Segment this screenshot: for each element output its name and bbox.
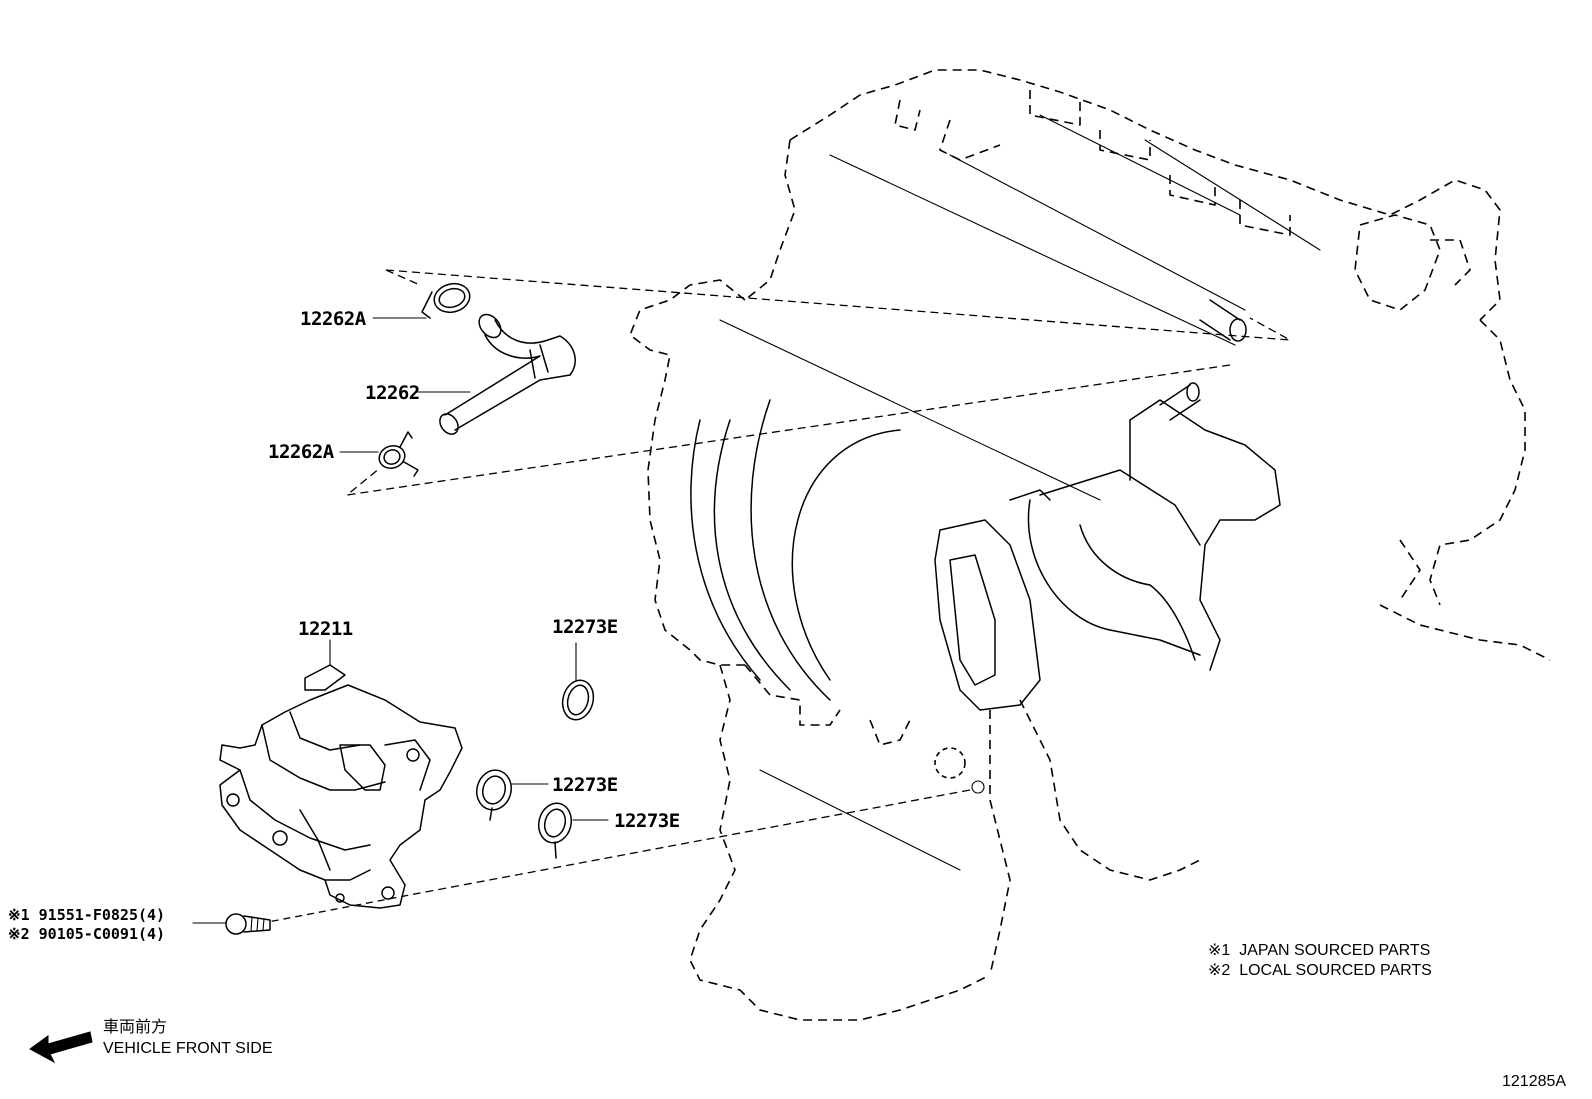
direction-label-english: VEHICLE FRONT SIDE	[103, 1040, 273, 1057]
bolt-part-row-2: ※2 90105-C0091(4)	[8, 925, 165, 943]
part-label-clip-lower: 12262A	[268, 441, 334, 463]
gasket-b	[476, 769, 549, 821]
vehicle-front-arrow-icon	[29, 1031, 93, 1064]
direction-label-japanese: 車両前方	[103, 1019, 168, 1036]
part-label-oil-pump: 12211	[298, 618, 353, 640]
gasket-c	[537, 802, 609, 859]
bolt-part-row-1: ※1 91551-F0825(4)	[8, 906, 165, 924]
part-label-hose: 12262	[365, 382, 420, 404]
bolt-marker-1: ※1	[8, 906, 30, 924]
gasket-a	[561, 642, 595, 721]
legend-japan-sourced: ※1 JAPAN SOURCED PARTS	[1208, 942, 1431, 959]
part-label-gasket-b: 12273E	[552, 774, 618, 796]
hose-clip-lower	[339, 431, 419, 477]
bolt-part-number-2: 90105-C0091(4)	[38, 925, 166, 943]
ventilation-hose	[414, 313, 576, 435]
diagram-id: 121285A	[1502, 1073, 1567, 1090]
hose-clip-upper	[372, 282, 471, 319]
bolt-marker-2: ※2	[8, 925, 30, 943]
engine-outline	[629, 69, 1551, 1021]
mounting-bolt	[192, 913, 271, 935]
assembly-lines	[267, 269, 1291, 923]
bolt-part-number-1: 91551-F0825(4)	[38, 906, 166, 924]
part-label-gasket-c: 12273E	[614, 810, 680, 832]
part-label-gasket-a: 12273E	[552, 616, 618, 638]
oil-pump-body	[219, 639, 463, 909]
legend-local-sourced: ※2 LOCAL SOURCED PARTS	[1208, 962, 1432, 979]
part-label-clip-upper: 12262A	[300, 308, 366, 330]
